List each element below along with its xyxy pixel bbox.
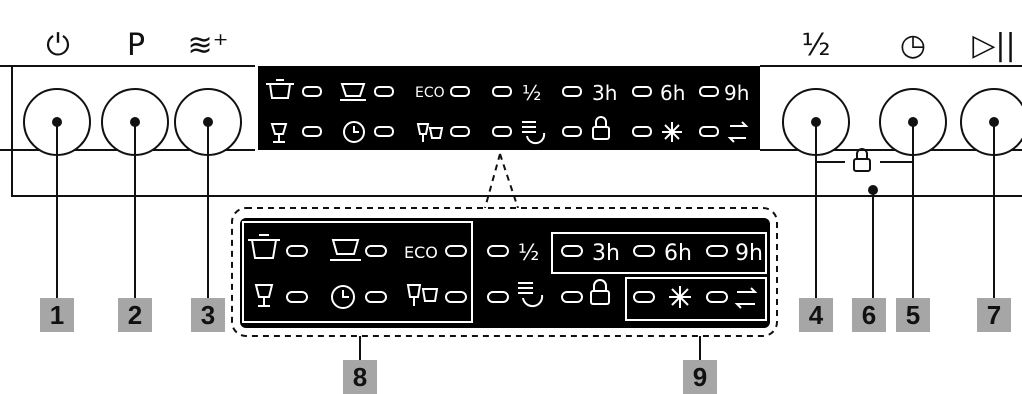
callout-6: 6: [852, 298, 886, 332]
main-display: [258, 66, 760, 150]
half-label-zoom: ½: [518, 241, 539, 266]
lock-icon-panel: [853, 148, 871, 172]
callout-7: 7: [977, 298, 1011, 332]
extra-dry-icon: ≋⁺: [187, 28, 229, 63]
rinse-salt-group-box: [625, 277, 767, 321]
quick90-icon-zoom: [331, 285, 355, 309]
eco-label-zoom: ECO: [404, 243, 438, 262]
callout-5: 5: [896, 298, 930, 332]
zoom-indicators: [286, 245, 728, 303]
salt-icon-main: [727, 121, 749, 143]
half-label-main: ½: [522, 81, 541, 105]
h9-label-main: 9h: [724, 81, 749, 105]
glasses-icon: [416, 123, 444, 142]
pot-icon-zoom: [248, 234, 280, 259]
program-icon: P: [126, 28, 146, 63]
half-load-icon: ½: [801, 28, 831, 63]
program-group-box: [242, 221, 473, 323]
leader-lines: [56, 122, 995, 364]
h3-label-main: 3h: [592, 81, 617, 105]
glasses-icon-zoom: [406, 284, 439, 306]
pot-icon: [266, 79, 294, 99]
callout-8: 8: [343, 360, 377, 394]
lock-icon-main: [592, 116, 610, 140]
callout-2: 2: [118, 298, 152, 332]
extra-dry-icon-main: [522, 121, 546, 145]
eco-label: ECO: [415, 85, 445, 101]
delay-group-box: [551, 232, 767, 274]
quick90-icon: [343, 121, 365, 143]
dish-icon: [340, 83, 366, 101]
h9-label-zoom: 9h: [735, 241, 763, 266]
glass-rinse-icon: [270, 123, 288, 143]
rinse-aid-icon-main: [662, 122, 682, 142]
callout-1: 1: [40, 298, 74, 332]
callout-4: 4: [799, 298, 833, 332]
salt-icon-zoom: [734, 287, 758, 309]
dish-icon-zoom: [330, 239, 361, 261]
power-icon: ⏻: [46, 28, 70, 63]
extra-dry-icon-zoom: [518, 282, 544, 308]
start-pause-icon: ▷||: [972, 28, 1016, 63]
h6-label-main: 6h: [660, 81, 685, 105]
callout-9: 9: [683, 360, 717, 394]
glass-rinse-icon-zoom: [254, 284, 274, 307]
h3-label-zoom: 3h: [592, 241, 620, 266]
callout-3: 3: [191, 298, 225, 332]
h6-label-zoom: 6h: [664, 241, 692, 266]
delay-icon: ◷: [899, 28, 927, 63]
main-indicators: [302, 86, 719, 137]
rinse-aid-icon-zoom: [669, 286, 691, 308]
lock-icon-zoom: [590, 279, 610, 305]
